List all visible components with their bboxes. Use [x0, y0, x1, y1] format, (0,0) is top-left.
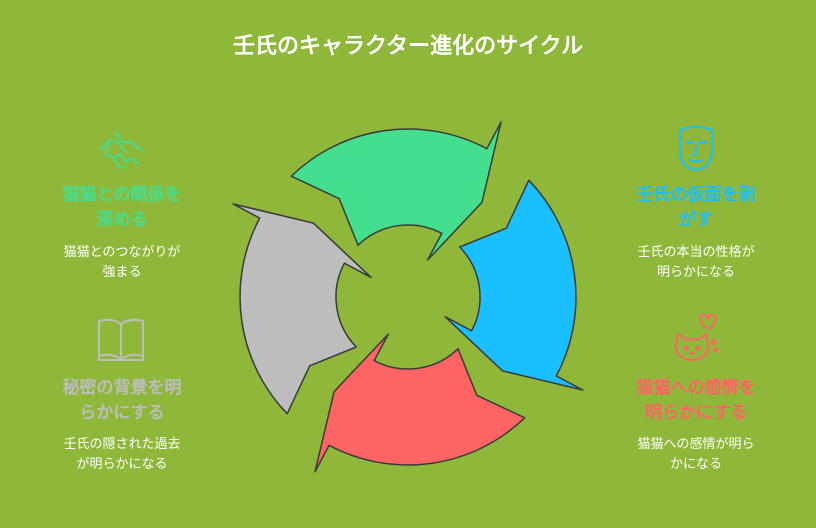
heading-line: 深める — [96, 210, 148, 230]
heading-line: 猫猫への感情を — [636, 378, 756, 398]
heading-line: 秘密の背景を明 — [62, 378, 182, 398]
desc-line: 強まる — [102, 265, 142, 280]
cat-heart-icon — [670, 313, 720, 364]
desc-line: 壬氏の隠された過去 — [63, 437, 181, 452]
stage-desc-deepen-bond: 猫猫とのつながりが 強まる — [40, 243, 204, 283]
stage-heading-secret-past: 秘密の背景を明 らかにする — [40, 376, 204, 426]
stage-desc-cat-feelings: 猫猫への感情が明ら かになる — [614, 435, 778, 475]
diagram-title: 壬氏のキャラクター進化のサイクル — [232, 34, 584, 59]
stage-heading-cat-feelings: 猫猫への感情を 明らかにする — [614, 376, 778, 426]
desc-line: 壬氏の本当の性格が — [637, 245, 755, 260]
desc-line: 猫猫への感情が明ら — [637, 437, 755, 452]
arrow-unmask — [444, 179, 584, 391]
book-icon — [96, 316, 146, 362]
stage-heading-unmask: 壬氏の仮面を剥 がす — [614, 183, 778, 233]
stage-desc-secret-past: 壬氏の隠された過去 が明らかになる — [40, 435, 204, 475]
stage-heading-deepen-bond: 猫猫との関係を 深める — [40, 183, 204, 233]
heading-line: 猫猫との関係を — [62, 185, 182, 205]
mask-icon — [672, 124, 720, 172]
arrow-cat-feelings — [314, 333, 526, 473]
heading-line: 明らかにする — [644, 403, 748, 423]
heading-line: らかにする — [79, 403, 165, 423]
arrow-deepen-bond — [290, 121, 502, 261]
handshake-icon — [96, 128, 148, 172]
desc-line: 猫猫とのつながりが — [63, 245, 181, 260]
heading-line: 壬氏の仮面を剥 — [636, 185, 756, 205]
desc-line: が明らかになる — [76, 457, 168, 472]
heading-line: がす — [679, 210, 713, 230]
arrow-secret-past — [232, 203, 372, 415]
desc-line: 明らかになる — [656, 265, 735, 280]
stage-desc-unmask: 壬氏の本当の性格が 明らかになる — [614, 243, 778, 283]
desc-line: かになる — [669, 457, 722, 472]
